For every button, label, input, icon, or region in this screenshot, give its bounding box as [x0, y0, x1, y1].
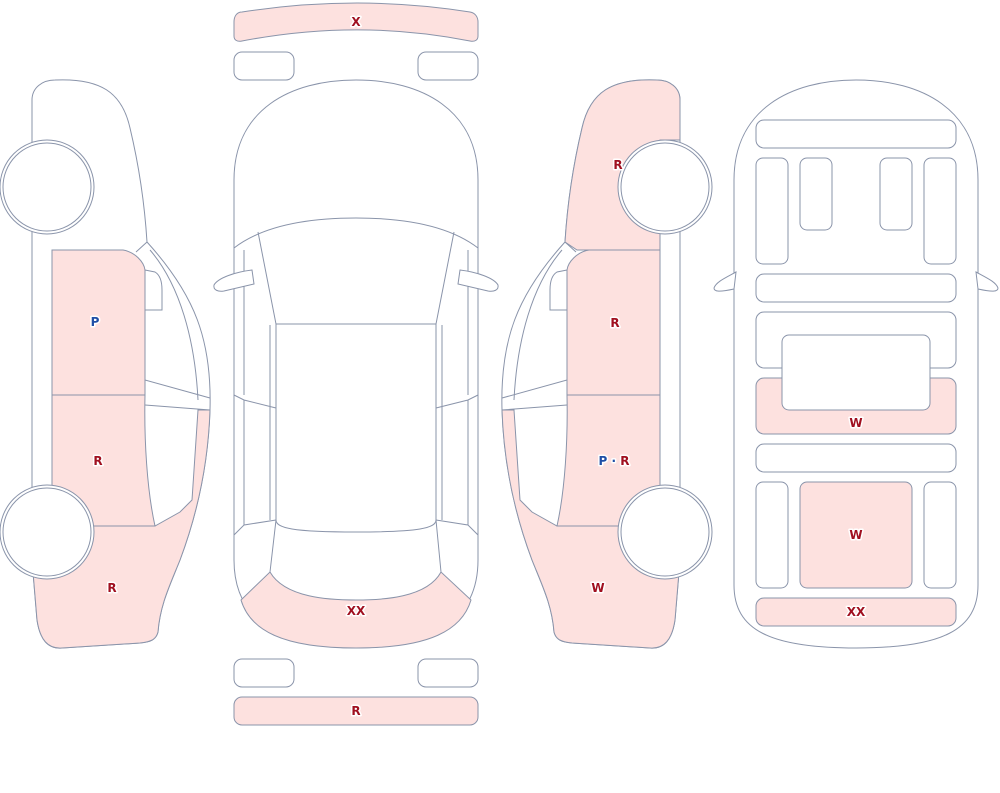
left-front-door-code: P: [91, 315, 100, 329]
front-right-corner-light[interactable]: [417, 51, 479, 81]
left-rear-door[interactable]: [51, 394, 156, 527]
top-view: X XX R: [213, 2, 499, 726]
top-left-mirror[interactable]: [213, 269, 255, 292]
floor-front-left-inner[interactable]: [799, 157, 833, 231]
rear-panel-code: XX: [347, 604, 366, 618]
rear-right-corner-light[interactable]: [417, 658, 479, 688]
right-rear-quarter-panel[interactable]: [501, 409, 681, 649]
right-rear-quarter-code: W: [591, 581, 604, 595]
floor-middle-code: W: [849, 416, 862, 430]
left-door-edges: [233, 250, 277, 536]
windshield-pillars: [257, 231, 455, 325]
floor-trunk-panel[interactable]: [755, 597, 957, 627]
floor-rear-right-rail[interactable]: [923, 481, 957, 589]
rear-panel[interactable]: [240, 571, 472, 649]
right-side-view: R R P · R W: [501, 79, 713, 649]
front-bumper-code: X: [351, 15, 361, 29]
floor-rear-crossmember[interactable]: [755, 443, 957, 473]
floor-front-crossmember[interactable]: [755, 119, 957, 149]
left-mirror[interactable]: [144, 269, 163, 311]
left-rear-quarter-code: R: [107, 581, 116, 595]
left-front-wheel[interactable]: [0, 139, 95, 235]
underside-view: W W XX: [713, 79, 999, 649]
floor-rear-pan[interactable]: [799, 481, 913, 589]
roof-panel[interactable]: [275, 323, 437, 533]
front-bumper[interactable]: [233, 2, 479, 42]
left-front-door[interactable]: [51, 249, 146, 396]
right-front-door[interactable]: [566, 249, 661, 396]
top-right-mirror[interactable]: [457, 269, 499, 292]
right-rear-wheel[interactable]: [617, 484, 713, 580]
right-door-edges: [435, 250, 479, 536]
hood-line: [233, 217, 479, 249]
rear-bumper[interactable]: [233, 696, 479, 726]
front-left-corner-light[interactable]: [233, 51, 295, 81]
underside-right-mirror[interactable]: [975, 271, 999, 292]
left-rear-door-code: R: [93, 454, 102, 468]
right-rear-door[interactable]: [556, 394, 661, 527]
right-front-wheel[interactable]: [617, 139, 713, 235]
floor-dash-crossmember[interactable]: [755, 273, 957, 303]
underside-left-mirror[interactable]: [713, 271, 737, 292]
floor-center-tunnel[interactable]: [781, 334, 931, 411]
floor-front-left-rail[interactable]: [755, 157, 789, 265]
right-front-fender-code: R: [613, 158, 622, 172]
floor-rear-left-rail[interactable]: [755, 481, 789, 589]
left-rear-quarter-panel[interactable]: [31, 409, 211, 649]
right-mirror[interactable]: [549, 269, 568, 311]
left-window-frame: [135, 241, 211, 411]
rear-bumper-code: R: [351, 704, 360, 718]
right-front-door-code: R: [610, 316, 619, 330]
floor-front-right-inner[interactable]: [879, 157, 913, 231]
rear-window-line: [269, 519, 442, 573]
left-rear-wheel[interactable]: [0, 484, 95, 580]
floor-front-right-rail[interactable]: [923, 157, 957, 265]
rear-left-corner-light[interactable]: [233, 658, 295, 688]
left-side-view: P R R: [0, 79, 211, 649]
right-window-frame: [501, 241, 577, 411]
floor-rear-code: W: [849, 528, 862, 542]
right-rear-door-code: P · R: [599, 454, 630, 468]
floor-trunk-code: XX: [847, 605, 866, 619]
